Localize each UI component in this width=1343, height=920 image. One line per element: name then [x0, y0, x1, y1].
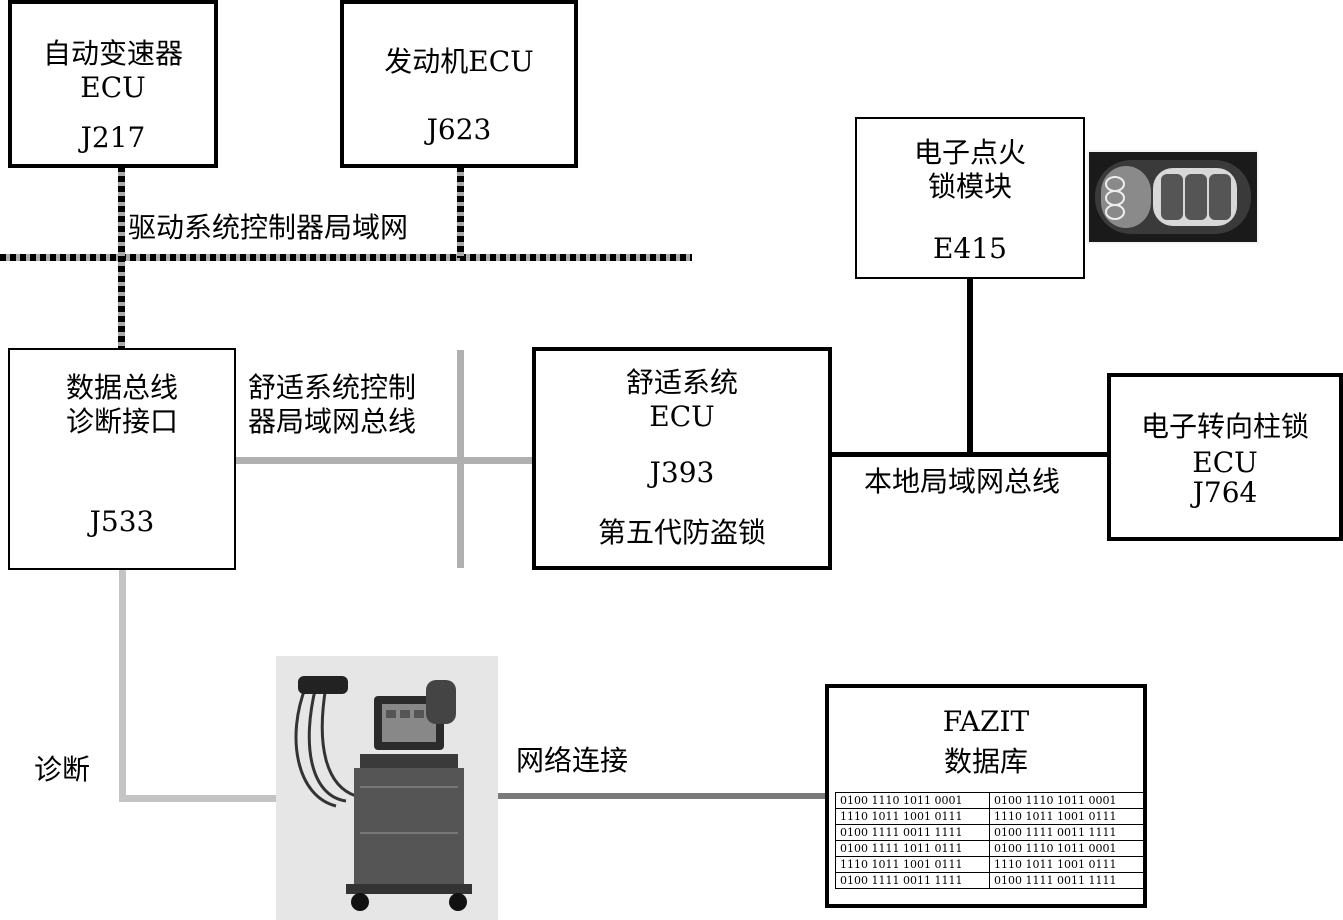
node-j623-code: J623 [426, 113, 492, 146]
network-label: 网络连接 [516, 744, 629, 777]
drive-can-bus-line [0, 254, 692, 261]
j217-bus-drop [118, 166, 125, 350]
node-j217-name: 自动变速器 [42, 37, 183, 70]
fazit-cell: 1110 1011 1001 0111 [989, 856, 1144, 873]
node-j217: 自动变速器 ECU J217 [8, 0, 218, 168]
comfort-bus-label-1: 舒适系统控制 [248, 371, 417, 404]
node-j764: 电子转向柱锁 ECU J764 [1107, 373, 1343, 541]
node-j393-code: J393 [649, 456, 715, 489]
diagnostic-tester-icon [276, 656, 498, 920]
node-j217-type: ECU [80, 71, 146, 104]
fazit-cell: 1110 1011 1001 0111 [989, 808, 1144, 825]
node-j764-name: 电子转向柱锁 [1140, 410, 1309, 443]
node-j623-name: 发动机ECU [384, 45, 534, 78]
node-j533: 数据总线 诊断接口 J533 [8, 348, 236, 570]
node-j623: 发动机ECU J623 [340, 0, 578, 168]
diagnosis-line-vertical [119, 568, 126, 802]
node-j393-name: 舒适系统 [625, 366, 738, 399]
fazit-cell: 1110 1011 1001 0111 [835, 856, 990, 873]
node-j764-type: ECU [1192, 446, 1258, 479]
fazit-cell: 0100 1111 0011 1111 [835, 824, 990, 841]
comfort-bus-horizontal [234, 457, 534, 464]
fazit-cell: 0100 1111 1011 0111 [835, 840, 990, 857]
node-j533-code: J533 [89, 505, 155, 538]
node-e415-code: E415 [933, 232, 1007, 265]
fazit-cell: 0100 1111 0011 1111 [989, 824, 1144, 841]
car-key-icon [1087, 150, 1259, 244]
fazit-cell: 0100 1110 1011 0001 [989, 840, 1144, 857]
j623-bus-drop [457, 166, 464, 258]
node-fazit-type: 数据库 [943, 745, 1028, 778]
fazit-cell: 1110 1011 1001 0111 [835, 808, 990, 825]
node-e415: 电子点火 锁模块 E415 [855, 117, 1085, 279]
node-j393: 舒适系统 ECU J393 第五代防盗锁 [532, 347, 832, 570]
node-j764-code: J764 [1192, 476, 1258, 509]
fazit-cell: 0100 1111 0011 1111 [835, 872, 990, 889]
network-line [440, 793, 830, 799]
node-j217-code: J217 [80, 121, 146, 154]
node-j393-feature: 第五代防盗锁 [597, 516, 766, 549]
fazit-cell: 0100 1110 1011 0001 [835, 792, 990, 809]
fazit-cell: 0100 1111 0011 1111 [989, 872, 1144, 889]
node-j533-name-2: 诊断接口 [65, 405, 178, 438]
node-e415-name-1: 电子点火 [913, 136, 1026, 169]
comfort-bus-label-2: 器局域网总线 [248, 405, 417, 438]
node-e415-name-2: 锁模块 [927, 170, 1012, 203]
local-bus-label: 本地局域网总线 [864, 465, 1061, 498]
fazit-cell: 0100 1110 1011 0001 [989, 792, 1144, 809]
node-j533-name-1: 数据总线 [65, 371, 178, 404]
comfort-bus-vertical [457, 350, 464, 568]
node-j393-type: ECU [649, 400, 715, 433]
diagnosis-label: 诊断 [34, 753, 91, 786]
drive-bus-label: 驱动系统控制器局域网 [128, 211, 409, 244]
node-fazit-name: FAZIT [942, 705, 1030, 738]
e415-bus-drop [967, 277, 973, 455]
diagnosis-line-horizontal [119, 795, 359, 802]
